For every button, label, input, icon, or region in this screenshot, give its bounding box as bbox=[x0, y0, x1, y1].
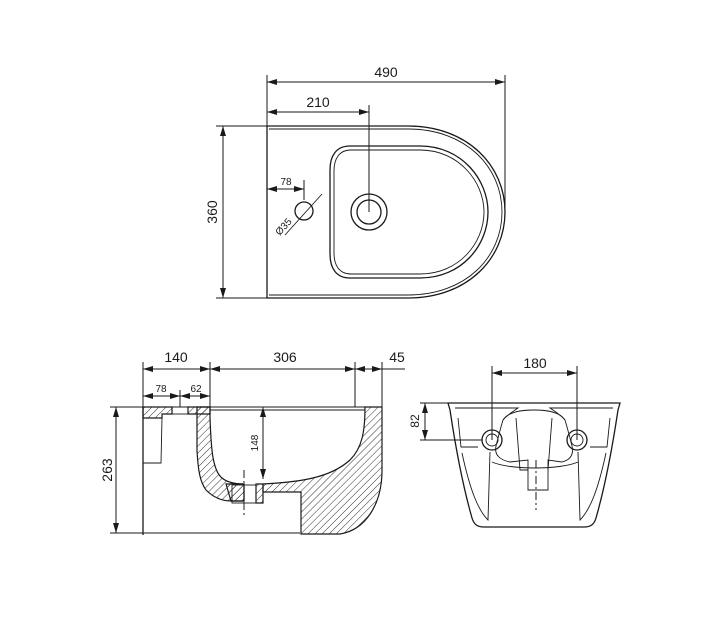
dim-78-top: 78 bbox=[280, 177, 292, 188]
dim-diameter-35: Ø35 bbox=[274, 216, 295, 238]
top-view-bowl-inner bbox=[333, 149, 485, 275]
side-section-view: 140 306 45 78 62 263 148 bbox=[99, 349, 405, 535]
tap-hole-icon bbox=[294, 201, 314, 221]
dim-180: 180 bbox=[523, 355, 547, 371]
bowl-front-wall-section bbox=[262, 406, 383, 535]
dim-62: 62 bbox=[190, 384, 202, 395]
rear-view-outline bbox=[447, 402, 621, 528]
dim-78-side: 78 bbox=[155, 384, 167, 395]
mounting-bracket bbox=[143, 417, 163, 464]
dim-210: 210 bbox=[306, 94, 330, 110]
dim-82: 82 bbox=[408, 414, 422, 428]
dim-148: 148 bbox=[250, 434, 261, 451]
dim-45: 45 bbox=[389, 349, 405, 365]
top-view: 490 210 360 78 Ø35 bbox=[204, 64, 506, 299]
rear-block-section bbox=[142, 406, 173, 419]
top-view-bowl bbox=[329, 145, 489, 279]
dim-360: 360 bbox=[204, 200, 220, 224]
dim-490: 490 bbox=[374, 64, 398, 80]
dim-263: 263 bbox=[99, 458, 115, 482]
dim-140: 140 bbox=[164, 349, 188, 365]
top-view-outline bbox=[266, 125, 506, 299]
rear-view: 180 82 bbox=[408, 355, 621, 528]
dim-306: 306 bbox=[273, 349, 297, 365]
top-view-rim-inner bbox=[269, 128, 503, 296]
tap-hole-diameter-leader bbox=[284, 193, 323, 236]
